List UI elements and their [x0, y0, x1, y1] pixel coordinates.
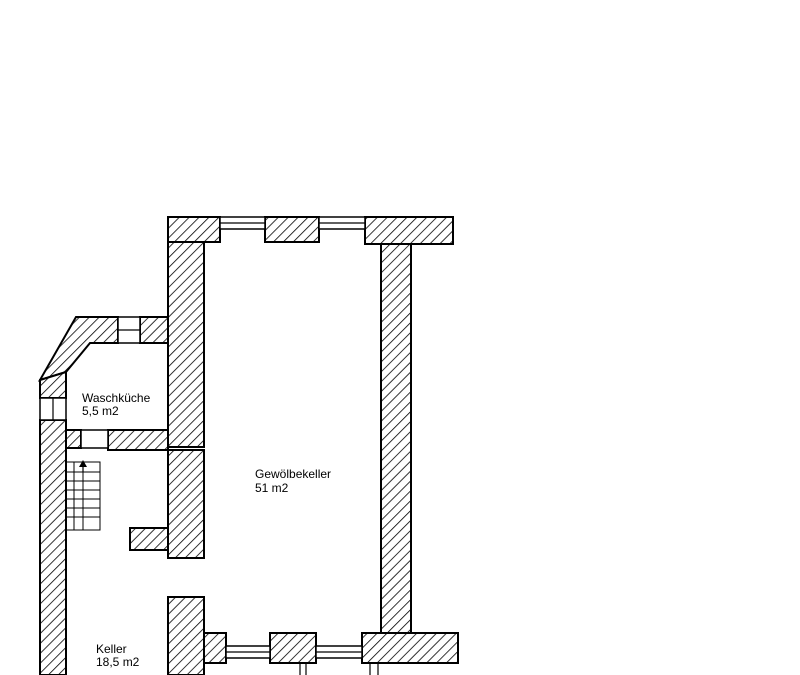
room-area-cellar: 18,5 m2 — [96, 655, 140, 669]
room-name-laundry: Waschküche — [82, 391, 151, 405]
wall-outer-left — [39, 419, 67, 675]
wall-laundry-bottom-right — [107, 429, 169, 451]
wall-keller-stub — [129, 527, 169, 551]
wall-laundry-bottom-left — [65, 429, 82, 449]
room-name-vault: Gewölbekeller — [255, 467, 331, 481]
wall-laundry-top-left — [37, 316, 119, 382]
wall-top-middle-pier — [264, 216, 320, 243]
wall-bottom-right-pier — [361, 632, 459, 664]
laundry-windows — [39, 316, 141, 449]
room-area-laundry: 5,5 m2 — [82, 404, 119, 418]
wall-bottom-left-return — [203, 632, 227, 664]
vault-windows — [219, 216, 379, 675]
wall-vault-left-upper — [167, 241, 205, 448]
door-laundry — [80, 429, 109, 449]
wall-vault-left-lower — [167, 449, 205, 559]
up-arrow-icon — [79, 460, 87, 472]
wall-vault-right — [380, 243, 412, 635]
wall-bottom-middle-pier — [269, 632, 317, 664]
room-area-vault: 51 m2 — [255, 481, 289, 495]
laundry-walls — [37, 316, 169, 675]
wall-laundry-top-right — [139, 316, 169, 344]
staircase — [65, 461, 101, 531]
vault-cellar-walls — [167, 216, 459, 675]
wall-bottom-left-pier — [167, 596, 205, 675]
room-name-cellar: Keller — [96, 642, 127, 656]
wall-top-left-pier — [167, 216, 221, 243]
wall-top-right-pier — [364, 216, 454, 245]
